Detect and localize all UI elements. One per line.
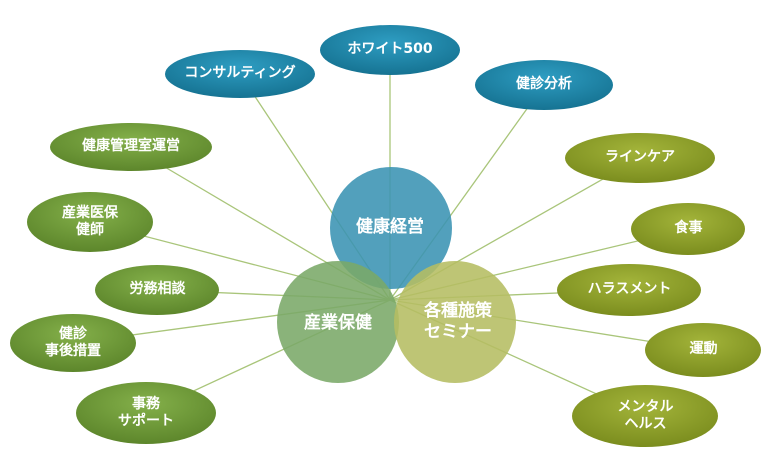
center-occupational-health-circle[interactable] bbox=[277, 261, 399, 383]
health-checkup-analysis-bubble[interactable] bbox=[475, 60, 613, 110]
consulting-bubble[interactable] bbox=[165, 50, 315, 98]
administrative-support-bubble[interactable] bbox=[76, 382, 216, 444]
health-management-office-bubble[interactable] bbox=[50, 123, 212, 171]
white500-bubble[interactable] bbox=[320, 25, 460, 75]
diet-bubble[interactable] bbox=[631, 203, 745, 255]
exercise-bubble[interactable] bbox=[645, 323, 761, 377]
post-checkup-measures-bubble[interactable] bbox=[10, 314, 136, 372]
center-health-management-circle[interactable] bbox=[330, 167, 452, 289]
labor-consultation-bubble[interactable] bbox=[95, 265, 219, 315]
center-measures-seminar-circle[interactable] bbox=[394, 261, 516, 383]
harassment-bubble[interactable] bbox=[557, 264, 701, 316]
line-care-bubble[interactable] bbox=[565, 133, 715, 183]
mental-health-bubble[interactable] bbox=[572, 385, 718, 447]
occupational-physician-nurse-bubble[interactable] bbox=[27, 192, 153, 252]
